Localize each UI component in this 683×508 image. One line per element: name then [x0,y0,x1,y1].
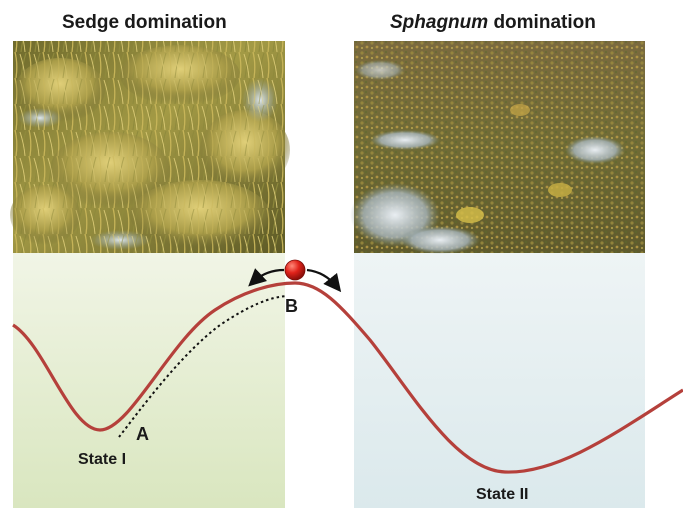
sphagnum-moss-bog-photo [350,41,645,254]
state-two-label: State II [476,486,529,503]
state-two-basin-background [354,253,645,508]
point-b-label: B [285,296,298,316]
ball-icon [284,259,306,281]
right-panel-title-italic: Sphagnum [390,12,489,33]
tip-left-arrow-icon [248,268,285,287]
point-a-label: A [136,424,149,444]
right-panel-title: Sphagnum domination [390,12,596,34]
a-to-b-transition-path [118,295,288,438]
sedge-tussock-wetland-photo [10,41,290,253]
right-panel-title-rest: domination [488,12,596,33]
state-one-label: State I [78,451,127,468]
tip-right-arrow-icon [306,268,342,293]
left-panel-title: Sedge domination [62,12,227,33]
stability-landscape-curve [12,281,683,474]
